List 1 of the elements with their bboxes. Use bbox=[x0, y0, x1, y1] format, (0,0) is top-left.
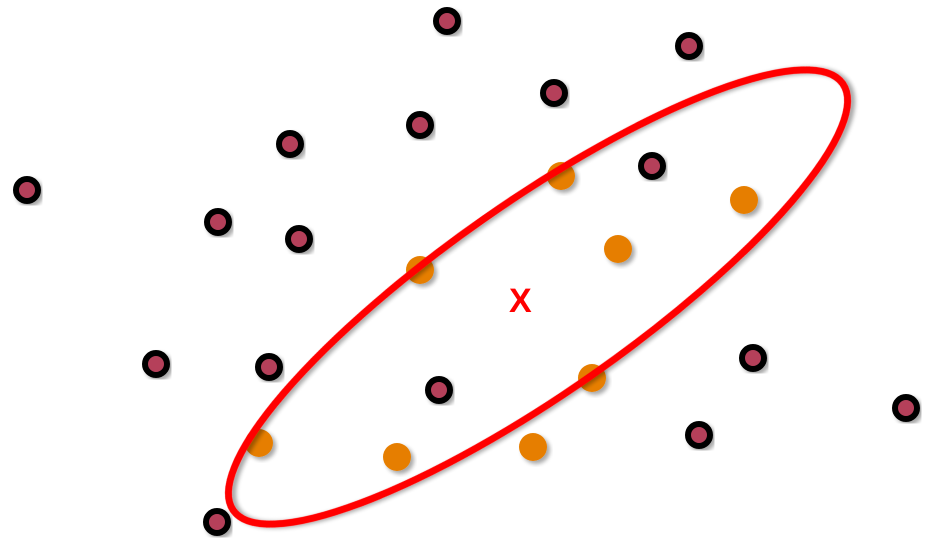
centroid-label: X bbox=[509, 284, 532, 318]
